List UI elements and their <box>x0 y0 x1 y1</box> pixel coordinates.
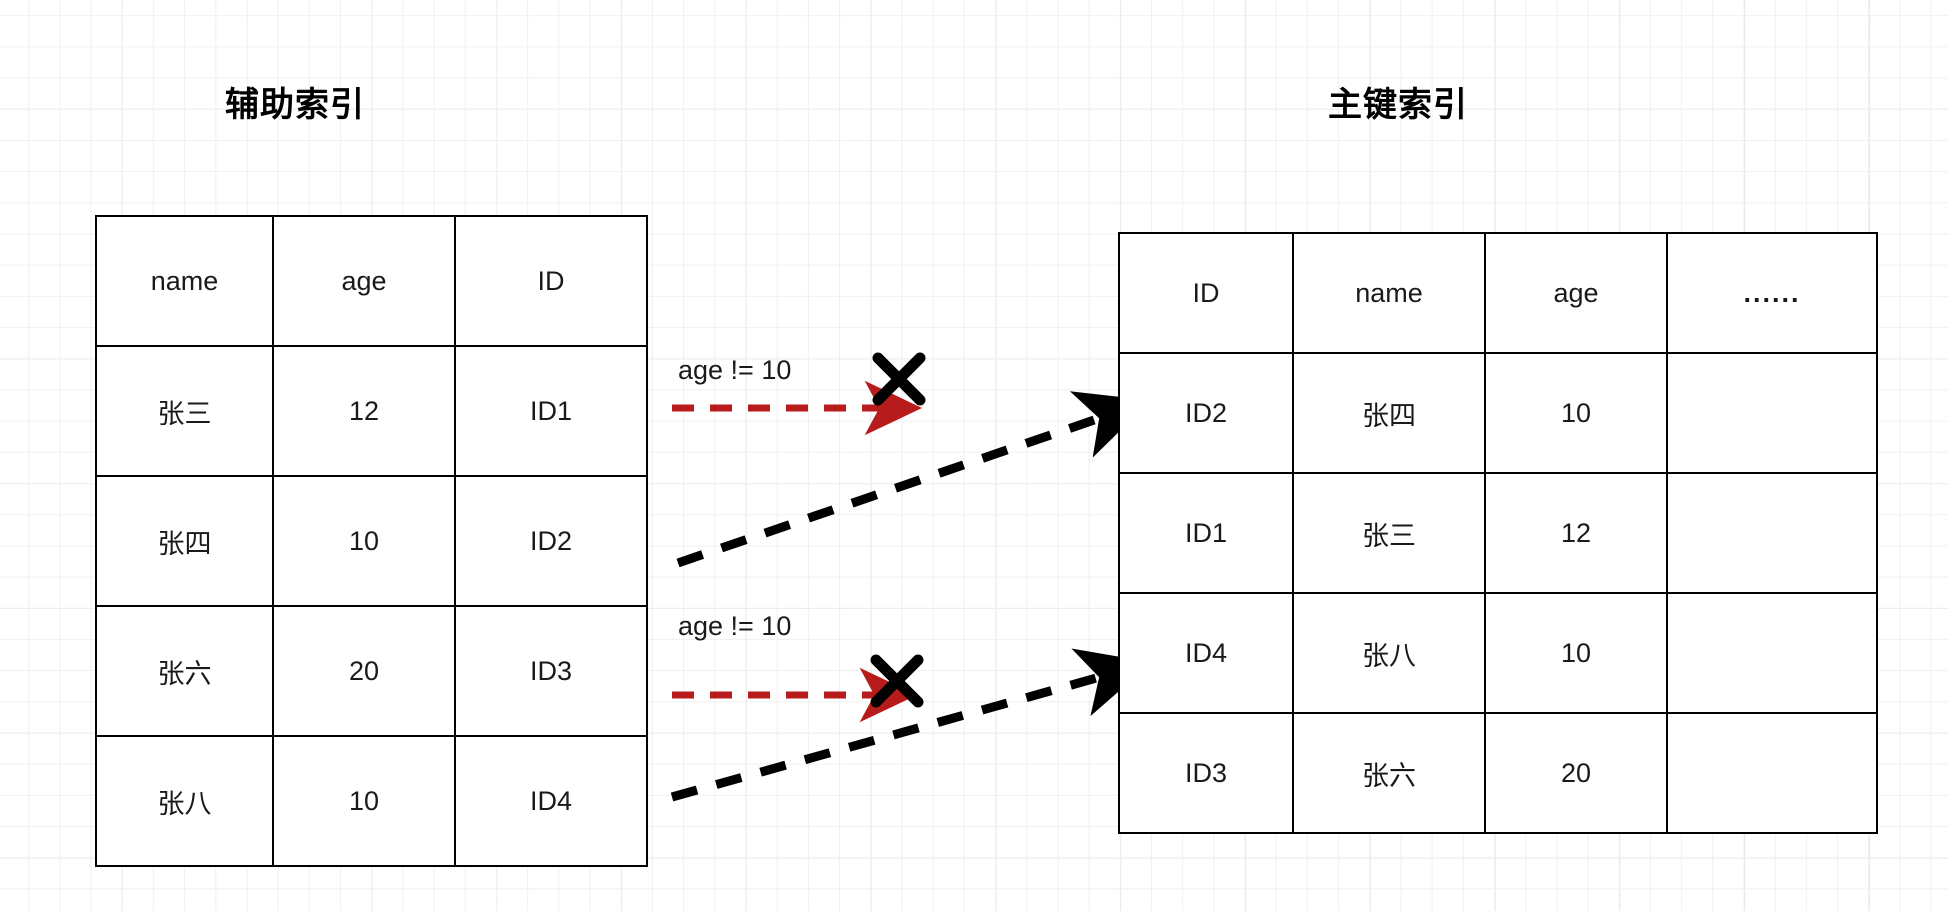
cell-more <box>1666 712 1878 834</box>
cell-name: 张四 <box>1292 352 1486 474</box>
header-cell-age: age <box>272 215 456 347</box>
lookup-arrow-1 <box>676 391 1152 568</box>
condition-label-1: age != 10 <box>678 355 792 385</box>
secondary-index-table: name age ID 张三 12 ID1 张四 10 ID2 张六 20 ID… <box>95 215 648 867</box>
header-cell-id: ID <box>1118 232 1294 354</box>
primary-index-table: ID name age ...... ID2 张四 10 ID1 张三 12 I… <box>1118 232 1878 834</box>
cell-id: ID1 <box>454 345 648 477</box>
cell-name: 张六 <box>1292 712 1486 834</box>
table-row: ID2 张四 10 <box>1118 352 1878 474</box>
header-cell-age: age <box>1484 232 1668 354</box>
table-header-row: ID name age ...... <box>1118 232 1878 354</box>
cell-id: ID3 <box>454 605 648 737</box>
primary-index-title: 主键索引 <box>1328 86 1468 124</box>
x-mark-icon-1 <box>872 352 926 406</box>
cell-id: ID2 <box>1118 352 1294 474</box>
secondary-index-title: 辅助索引 <box>225 86 365 124</box>
table-row: 张六 20 ID3 <box>95 605 648 737</box>
cell-name: 张八 <box>1292 592 1486 714</box>
table-row: ID3 张六 20 <box>1118 712 1878 834</box>
cell-age: 12 <box>272 345 456 477</box>
cell-more <box>1666 472 1878 594</box>
cell-name: 张三 <box>1292 472 1486 594</box>
cell-id: ID2 <box>454 475 648 607</box>
table-row: 张八 10 ID4 <box>95 735 648 867</box>
header-cell-id: ID <box>454 215 648 347</box>
cell-name: 张三 <box>95 345 274 477</box>
cell-age: 10 <box>272 735 456 867</box>
table-header-row: name age ID <box>95 215 648 347</box>
cell-id: ID4 <box>454 735 648 867</box>
cell-id: ID1 <box>1118 472 1294 594</box>
cell-name: 张四 <box>95 475 274 607</box>
header-cell-more: ...... <box>1666 232 1878 354</box>
lookup-arrow-2 <box>670 648 1152 802</box>
cell-age: 10 <box>1484 592 1668 714</box>
cell-more <box>1666 352 1878 474</box>
cell-name: 张八 <box>95 735 274 867</box>
table-row: ID1 张三 12 <box>1118 472 1878 594</box>
cell-more <box>1666 592 1878 714</box>
condition-label-2: age != 10 <box>678 611 792 641</box>
cell-age: 10 <box>272 475 456 607</box>
table-row: 张三 12 ID1 <box>95 345 648 477</box>
header-cell-name: name <box>1292 232 1486 354</box>
cell-age: 12 <box>1484 472 1668 594</box>
table-row: 张四 10 ID2 <box>95 475 648 607</box>
cell-name: 张六 <box>95 605 274 737</box>
cell-age: 20 <box>1484 712 1668 834</box>
x-mark-icon-2 <box>870 654 924 708</box>
table-row: ID4 张八 10 <box>1118 592 1878 714</box>
cell-id: ID3 <box>1118 712 1294 834</box>
cell-id: ID4 <box>1118 592 1294 714</box>
cell-age: 20 <box>272 605 456 737</box>
cell-age: 10 <box>1484 352 1668 474</box>
header-cell-name: name <box>95 215 274 347</box>
